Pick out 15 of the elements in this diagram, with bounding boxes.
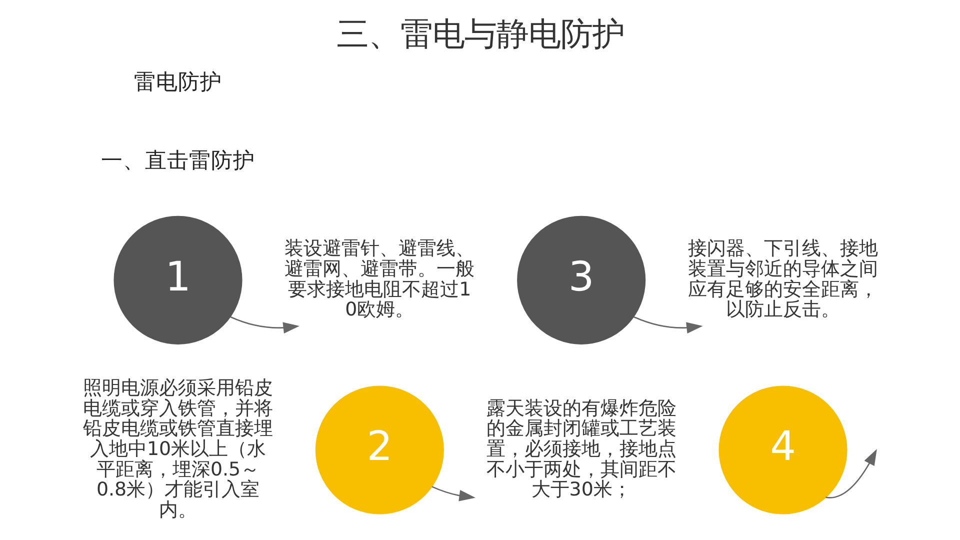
arrow	[431, 486, 475, 502]
arrow	[230, 316, 299, 334]
node-circle: 3	[516, 216, 646, 344]
node-text: 接闪器、下引线、接地装置与邻近的导体之间应有足够的安全距离，以防止反击。	[687, 238, 878, 321]
node-circle: 1	[113, 216, 242, 344]
label: 雷电防护	[134, 70, 222, 96]
node-text: 照明电源必须采用铅皮电缆或穿入铁管，并将铅皮电缆或铁管直接埋入地中10米以上（水平距离，埋深0.5～0.8米）才能引入室内。	[82, 377, 273, 521]
node-text: 露天装设的有爆炸危险的金属封闭罐或工艺装置，必须接地，接地点不小于两处，其间距不大于30米；	[486, 397, 676, 501]
node-circle: 4	[718, 386, 847, 514]
arrow	[825, 449, 876, 498]
node-text: 装设避雷针、避雷线、避雷网、避雷带。一般要求接地电阻不超过10欧姆。	[284, 238, 474, 321]
label: 一、直击雷防护	[100, 148, 255, 174]
node-circle: 2	[314, 386, 444, 514]
arrow	[632, 316, 702, 334]
diagram-title: 三、雷电与静电防护	[336, 14, 624, 53]
